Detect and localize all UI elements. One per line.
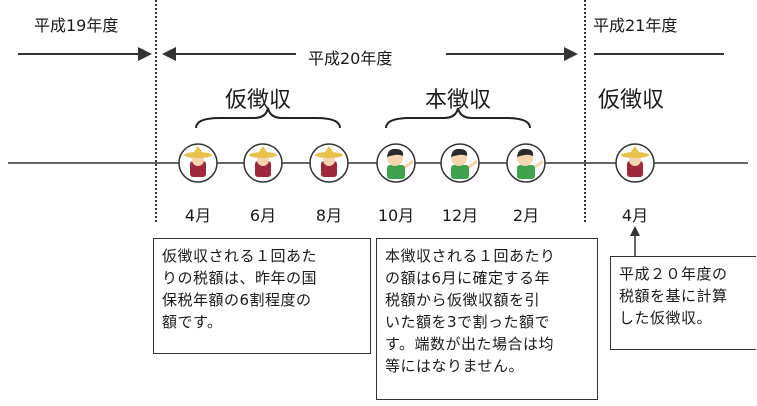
green-shirt-boy-icon: [506, 143, 546, 183]
straw-hat-character-icon: [178, 143, 218, 183]
straw-hat-character-icon: [243, 143, 283, 183]
straw-hat-character-icon: [615, 143, 655, 183]
month-label: 8月: [315, 206, 343, 225]
provisional-period-label: 仮徴収: [225, 88, 292, 113]
provisional-note-box: 仮徴収される１回あた りの税額は、昨年の国 保税年額の6割程度の 額です。: [153, 238, 371, 354]
brace-provisional: [195, 107, 341, 129]
next-provisional-note-box: 平成２０年度の 税額を基に計算 した仮徴収。: [610, 256, 756, 350]
straw-hat-character-icon: [309, 143, 349, 183]
fiscal-year-next-label: 平成21年度: [593, 16, 678, 35]
main-note-box: 本徴収される１回あたり の額は6月に確定する年 税額から仮徴収額を引 いた額を3…: [376, 238, 598, 400]
brace-main: [385, 107, 531, 129]
fiscal-year-divider-left: [155, 0, 157, 222]
month-label: 10月: [377, 206, 415, 225]
month-label: 2月: [512, 206, 540, 225]
note-line: 平成２０年度の: [619, 265, 728, 283]
note-line: 税額から仮徴収額を引: [385, 291, 541, 309]
note-line: の額は6月に確定する年: [385, 269, 551, 287]
fiscal-year-current-label: 平成20年度: [308, 49, 393, 68]
month-label-next: 4月: [621, 206, 649, 225]
note-line: 本徴収される１回あたり: [385, 247, 556, 265]
main-period-label: 本徴収: [425, 88, 492, 113]
note-line: りの税額は、昨年の国: [162, 269, 318, 287]
note-line: 額です。: [162, 313, 223, 331]
month-label: 6月: [249, 206, 277, 225]
note-line: す。端数が出た場合は均: [385, 335, 555, 353]
green-shirt-boy-icon: [440, 143, 480, 183]
next-provisional-period-label: 仮徴収: [598, 88, 665, 113]
note-line: 等にはなりません。: [385, 357, 525, 375]
fiscal-year-divider-right: [584, 0, 586, 222]
note-line: いた額を3で割った額で: [385, 313, 551, 331]
note-line: 仮徴収される１回あた: [162, 247, 318, 265]
month-label: 12月: [441, 206, 479, 225]
month-label: 4月: [184, 206, 212, 225]
fiscal-year-prev-label: 平成19年度: [34, 16, 119, 35]
note-line: した仮徴収。: [619, 309, 713, 327]
note-line: 税額を基に計算: [619, 287, 728, 305]
green-shirt-boy-icon: [376, 143, 416, 183]
note-line: 保税年額の6割程度の: [162, 291, 312, 309]
